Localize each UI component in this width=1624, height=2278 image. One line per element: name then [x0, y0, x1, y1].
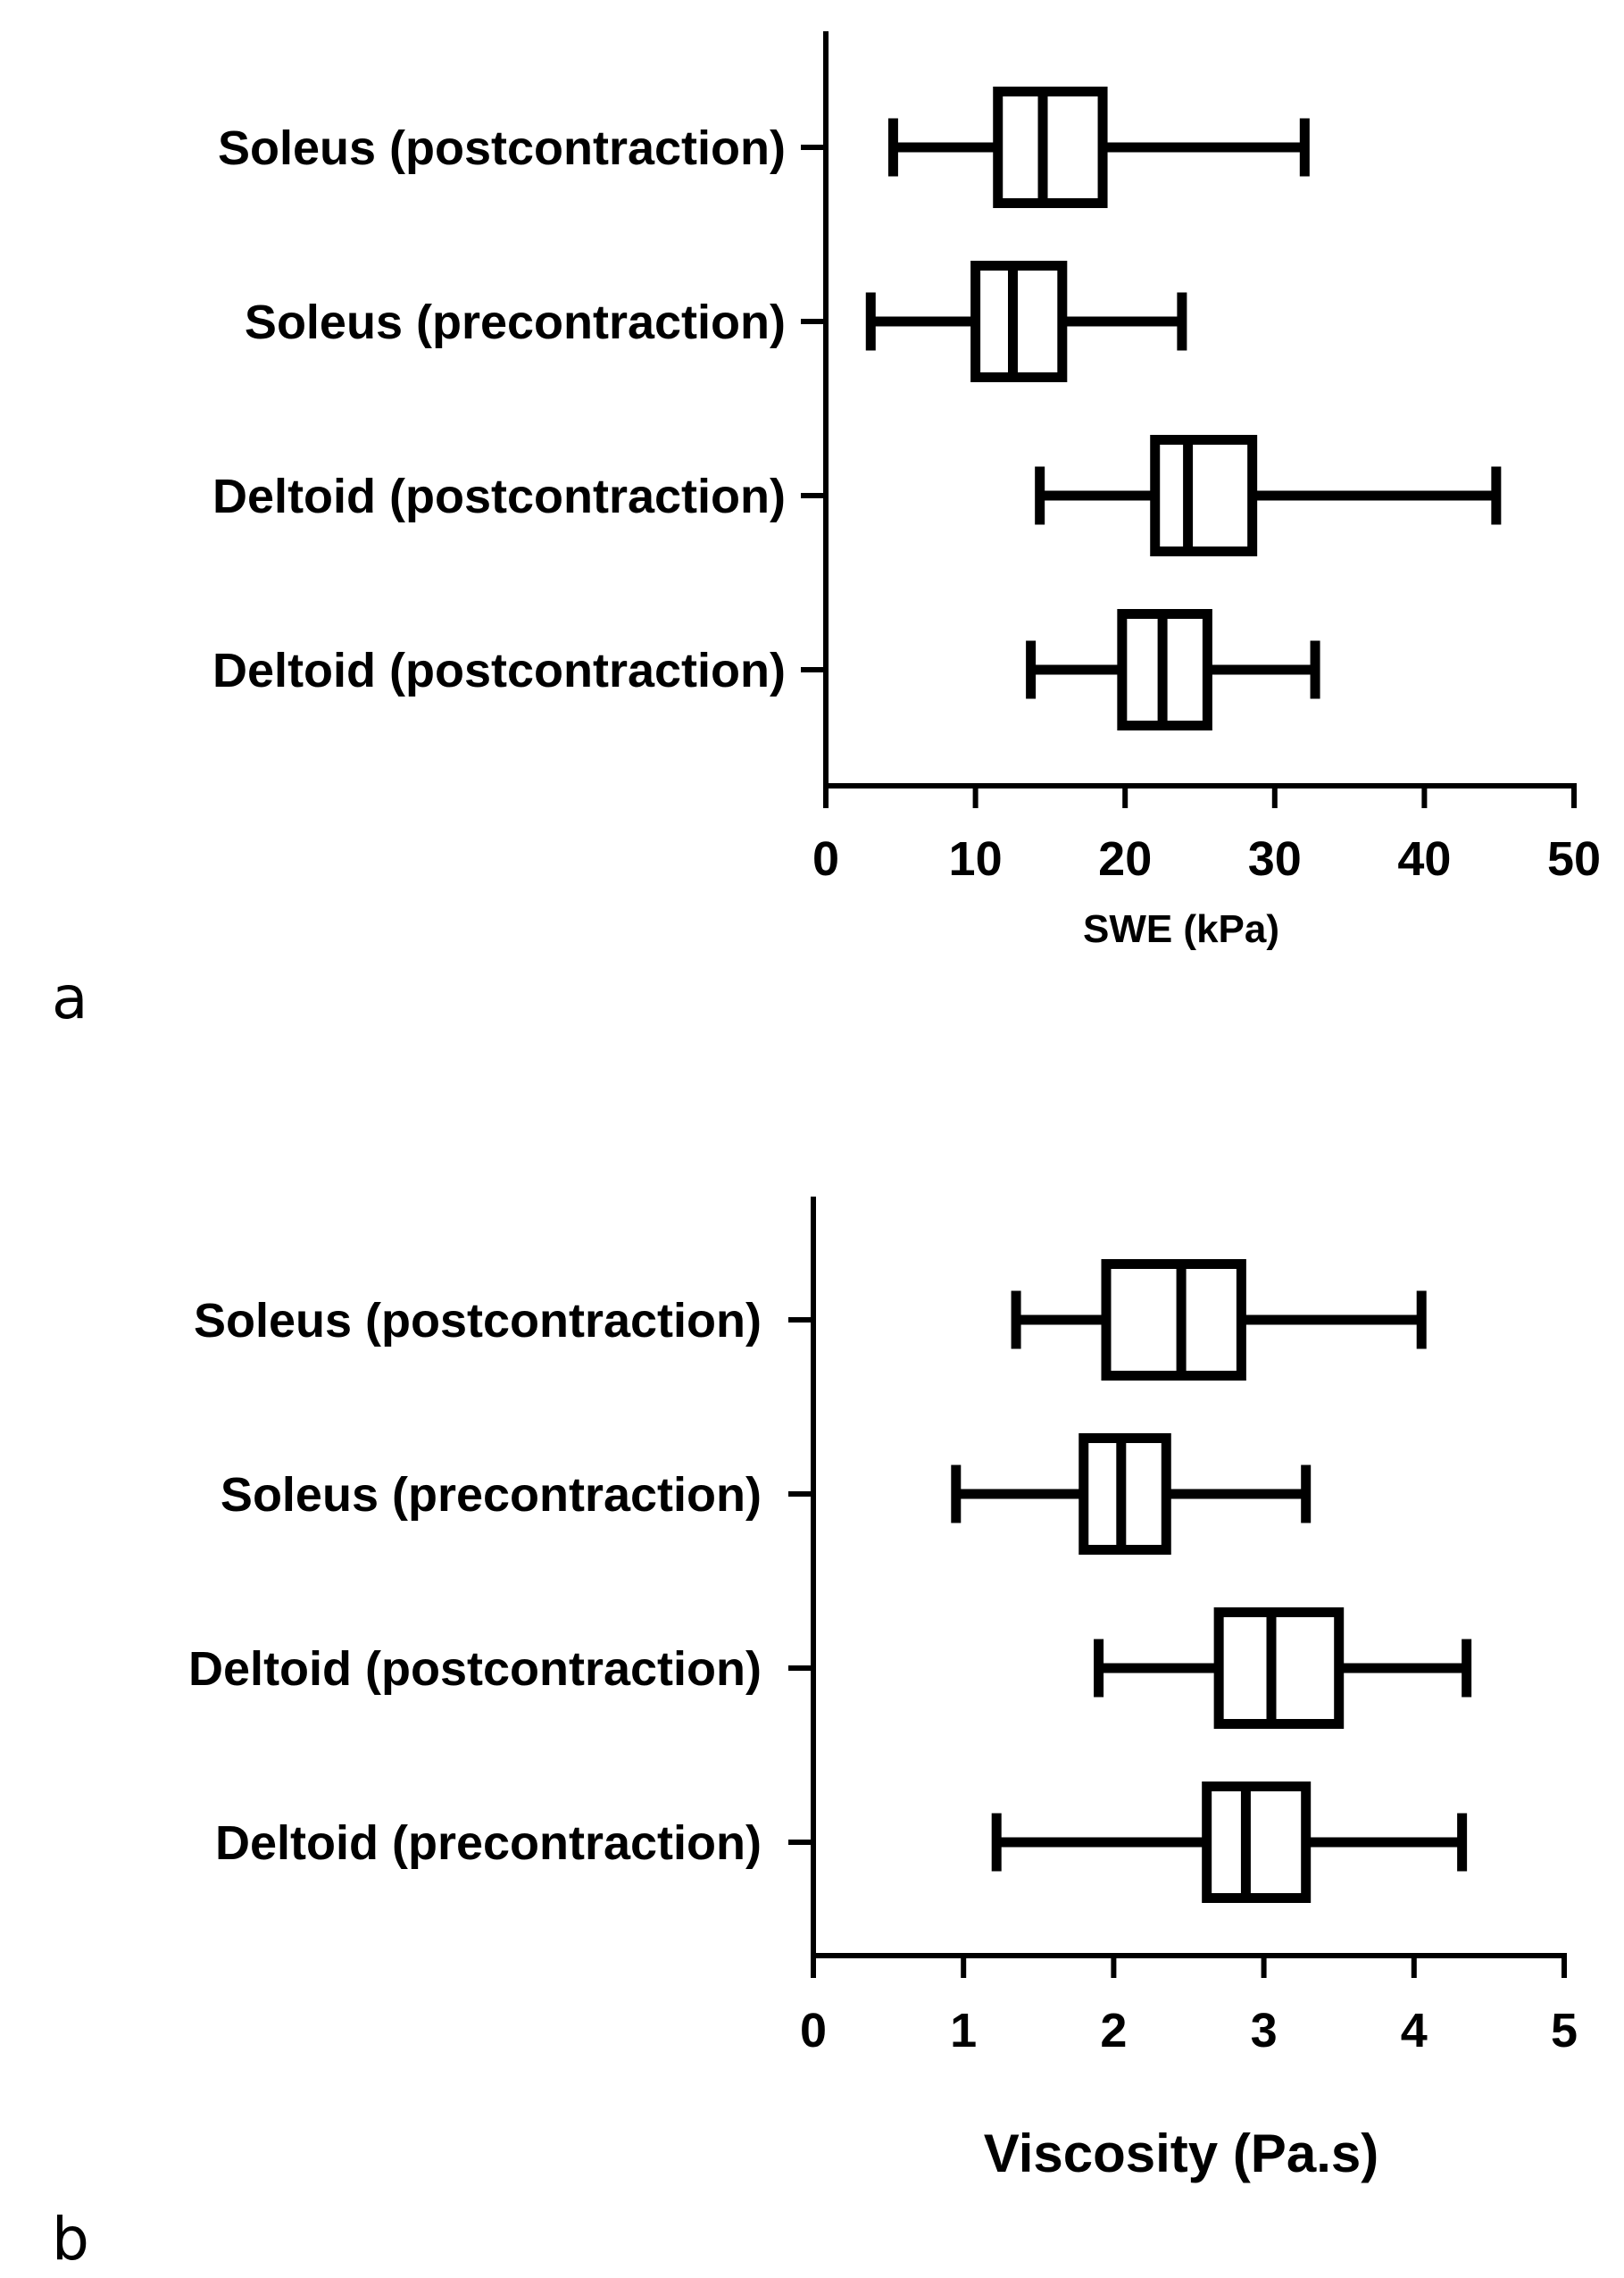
- panel-a-iqr-box-2: [1150, 435, 1258, 556]
- panel-b-box-3: [991, 1782, 1468, 1903]
- panel-b-box-2: [1094, 1607, 1472, 1729]
- panel-a-x-tick-label-2: 20: [1098, 832, 1152, 886]
- panel-b-iqr-box-3: [1202, 1782, 1312, 1903]
- panel-b-x-axis-label: Viscosity (Pa.s): [984, 2124, 1378, 2183]
- panel-b-x-tick-label-2: 2: [1100, 2004, 1127, 2057]
- panel-b-x-tick-label-4: 4: [1401, 2004, 1428, 2057]
- panel-a-x-tick-label-0: 0: [812, 832, 839, 886]
- panel-b-category-label-2: Deltoid (postcontraction): [188, 1642, 762, 1696]
- panel-b-category-label-3: Deltoid (precontraction): [215, 1816, 762, 1870]
- panel-a-category-label-3: Deltoid (postcontraction): [212, 644, 786, 697]
- panel-b-iqr-box-2: [1213, 1607, 1345, 1729]
- panel-b-x-tick-label-1: 1: [950, 2004, 977, 2057]
- panel-b-box-0: [1011, 1259, 1427, 1381]
- panel-b-x-tick-label-3: 3: [1251, 2004, 1278, 2057]
- panel-a-category-label-0: Soleus (postcontraction): [218, 121, 786, 175]
- panel-a-x-tick-label-3: 30: [1248, 832, 1302, 886]
- panel-b-box-1: [951, 1433, 1312, 1555]
- panel-b-label: b: [52, 2205, 89, 2274]
- panel-a-chart: SWE (kPa) 0 10 20 30 40 50 Soleus (postcontrac…: [212, 31, 1601, 951]
- panel-b-iqr-box-0: [1101, 1259, 1246, 1381]
- panel-b-category-label-1: Soleus (precontraction): [221, 1468, 762, 1522]
- panel-b-x-tick-label-0: 0: [800, 2004, 827, 2057]
- panel-a-iqr-box-0: [993, 87, 1108, 208]
- panel-a-box-0: [887, 87, 1310, 208]
- panel-a-box-1: [865, 261, 1187, 382]
- panel-b-chart: Viscosity (Pa.s) 0 1 2 3 4 5 Soleus (postcontr…: [188, 1197, 1578, 2183]
- panel-a-x-axis-label: SWE (kPa): [1083, 907, 1279, 951]
- panel-a-category-label-1: Soleus (precontraction): [245, 296, 786, 349]
- panel-a-category-label-2: Deltoid (postcontraction): [212, 470, 786, 523]
- panel-a-box-2: [1035, 435, 1502, 556]
- panel-a-x-tick-label-4: 40: [1397, 832, 1451, 886]
- panel-a-x-tick-label-5: 50: [1547, 832, 1601, 886]
- panel-a-x-tick-label-1: 10: [949, 832, 1003, 886]
- panel-b-x-tick-label-5: 5: [1551, 2004, 1578, 2057]
- panel-a-box-3: [1026, 609, 1320, 730]
- panel-a-label: a: [52, 964, 87, 1032]
- panel-b-category-label-0: Soleus (postcontraction): [194, 1294, 762, 1348]
- panel-a-iqr-box-1: [970, 261, 1068, 382]
